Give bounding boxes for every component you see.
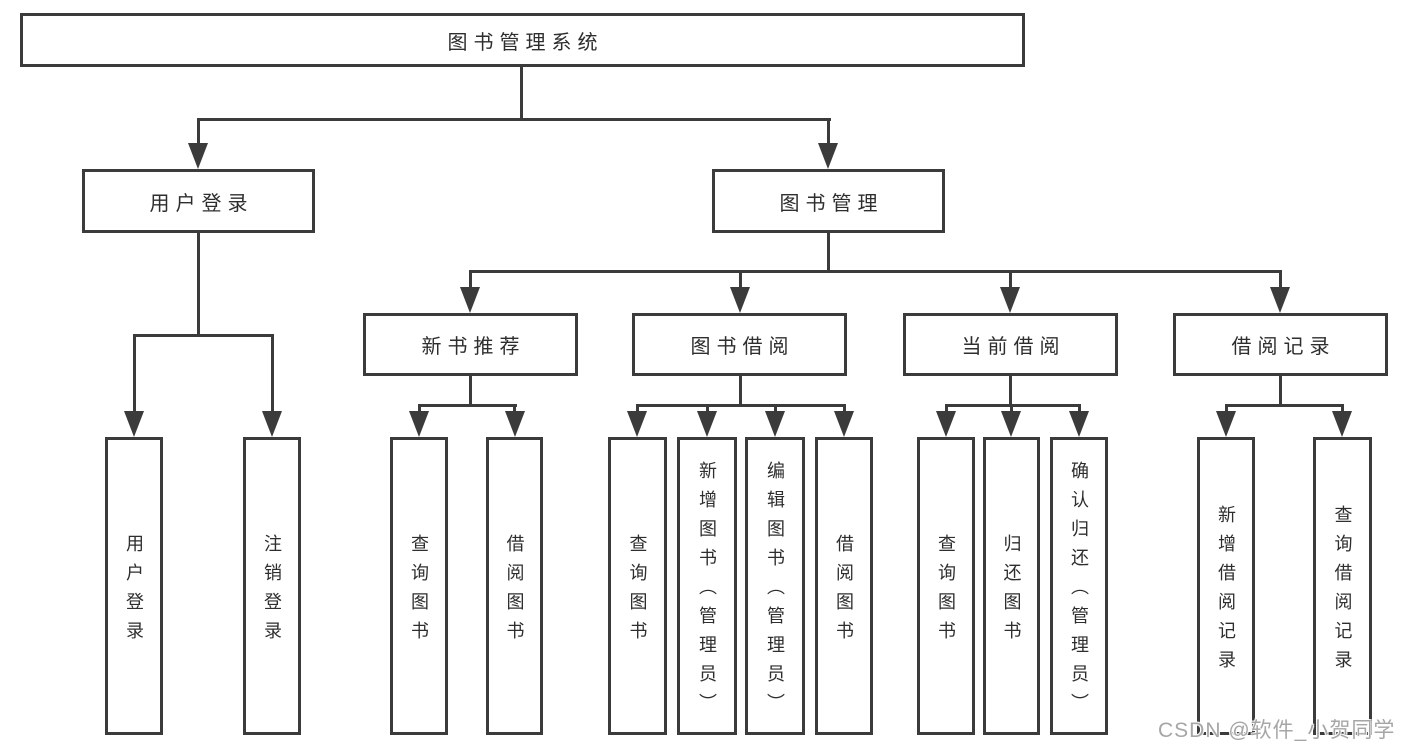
connector-stem [739, 270, 742, 289]
connector-stem [1341, 404, 1344, 413]
leaf-current-query-books: 查询图书 [917, 437, 975, 735]
leaf-current-confirm-return-admin: 确认归还（管理员） [1050, 437, 1108, 735]
leaf-record-add-borrow-record-label: 新增借阅记录 [1216, 504, 1236, 679]
connector-level3-split [469, 270, 1282, 273]
leaf-borrow-query-books: 查询图书 [608, 437, 667, 735]
arrow-down-icon [1069, 411, 1089, 437]
leaf-current-return-books-label: 归还图书 [1001, 533, 1022, 650]
connector-user-login-split [133, 334, 274, 337]
leaf-newbook-borrow-books: 借阅图书 [486, 437, 543, 735]
leaf-current-return-books: 归还图书 [983, 437, 1040, 735]
connector-stem [1078, 404, 1081, 413]
node-book-borrowing: 图书借阅 [632, 313, 847, 376]
leaf-borrow-query-books-label: 查询图书 [627, 533, 648, 650]
arrow-down-icon [1001, 411, 1021, 437]
connector-stem [1225, 404, 1228, 413]
connector-new-book-split [418, 404, 517, 407]
connector-borrow-record-trunk [1279, 376, 1282, 407]
connector-root-trunk [520, 67, 523, 121]
connector-level2-split [197, 118, 831, 121]
connector-new-book-trunk [469, 376, 472, 407]
connector-current-borrow-split [945, 404, 1081, 407]
leaf-borrow-add-books-admin: 新增图书（管理员） [677, 437, 737, 735]
arrow-down-icon [936, 411, 956, 437]
node-user-login: 用户登录 [82, 169, 315, 233]
node-current-borrowing-label: 当前借阅 [961, 336, 1066, 358]
leaf-record-add-borrow-record: 新增借阅记录 [1197, 437, 1255, 735]
node-root: 图书管理系统 [20, 13, 1025, 67]
connector-stem [843, 404, 846, 413]
leaf-current-confirm-return-admin-label: 确认归还（管理员） [1069, 461, 1089, 722]
connector-stem [1010, 404, 1013, 413]
leaf-borrow-edit-books-admin-label: 编辑图书（管理员） [765, 461, 785, 722]
leaf-borrow-add-books-admin-label: 新增图书（管理员） [697, 461, 717, 722]
arrow-down-icon [730, 287, 750, 313]
arrow-down-icon [1332, 411, 1352, 437]
arrow-down-icon [188, 143, 208, 169]
watermark: CSDN @软件_小贺同学 [1158, 719, 1396, 742]
leaf-user-login: 用户登录 [105, 437, 163, 735]
connector-stem [774, 404, 777, 413]
arrow-down-icon [765, 411, 785, 437]
arrow-down-icon [697, 411, 717, 437]
arrow-down-icon [818, 143, 838, 169]
arrow-down-icon [460, 287, 480, 313]
connector-stem [706, 404, 709, 413]
connector-stem [197, 118, 200, 146]
leaf-newbook-query-books: 查询图书 [390, 437, 448, 735]
connector-stem [827, 118, 830, 146]
connector-stem [271, 334, 274, 412]
leaf-logout-login: 注销登录 [243, 437, 301, 735]
connector-stem [513, 404, 516, 413]
node-user-login-label: 用户登录 [149, 192, 254, 215]
node-book-management-label: 图书管理 [779, 192, 884, 215]
arrow-down-icon [1000, 287, 1020, 313]
node-root-label: 图书管理系统 [447, 31, 604, 54]
leaf-record-query-borrow-record: 查询借阅记录 [1313, 437, 1372, 735]
arrow-down-icon [1270, 287, 1290, 313]
arrow-down-icon [627, 411, 647, 437]
connector-book-mgmt-trunk [827, 233, 830, 272]
arrow-down-icon [505, 411, 525, 437]
leaf-record-query-borrow-record-label: 查询借阅记录 [1332, 504, 1353, 679]
connector-stem [636, 404, 639, 413]
node-new-book-recommend-label: 新书推荐 [421, 336, 526, 358]
connector-stem [1009, 270, 1012, 289]
connector-stem [418, 404, 421, 413]
connector-current-borrow-trunk [1009, 376, 1012, 407]
arrow-down-icon [124, 411, 144, 437]
node-current-borrowing: 当前借阅 [903, 313, 1118, 376]
connector-user-login-trunk [197, 233, 200, 336]
connector-stem [133, 334, 136, 412]
node-book-management: 图书管理 [712, 169, 945, 233]
arrow-down-icon [834, 411, 854, 437]
connector-book-borrow-trunk [739, 376, 742, 407]
connector-stem [1279, 270, 1282, 289]
connector-stem [469, 270, 472, 289]
leaf-user-login-label: 用户登录 [124, 533, 144, 650]
leaf-current-query-books-label: 查询图书 [936, 533, 956, 650]
leaf-borrow-edit-books-admin: 编辑图书（管理员） [745, 437, 805, 735]
leaf-newbook-borrow-books-label: 借阅图书 [504, 533, 525, 650]
node-new-book-recommend: 新书推荐 [363, 313, 578, 376]
leaf-borrow-borrow-books-label: 借阅图书 [834, 533, 854, 650]
arrow-down-icon [262, 411, 282, 437]
connector-stem [945, 404, 948, 413]
node-borrowing-records-label: 借阅记录 [1231, 336, 1336, 358]
node-borrowing-records: 借阅记录 [1173, 313, 1388, 376]
leaf-logout-login-label: 注销登录 [262, 533, 282, 650]
connector-book-borrow-split [636, 404, 845, 407]
leaf-borrow-borrow-books: 借阅图书 [815, 437, 873, 735]
leaf-newbook-query-books-label: 查询图书 [409, 533, 429, 650]
arrow-down-icon [1216, 411, 1236, 437]
arrow-down-icon [409, 411, 429, 437]
node-book-borrowing-label: 图书借阅 [690, 336, 795, 358]
connector-borrow-record-split [1225, 404, 1344, 407]
